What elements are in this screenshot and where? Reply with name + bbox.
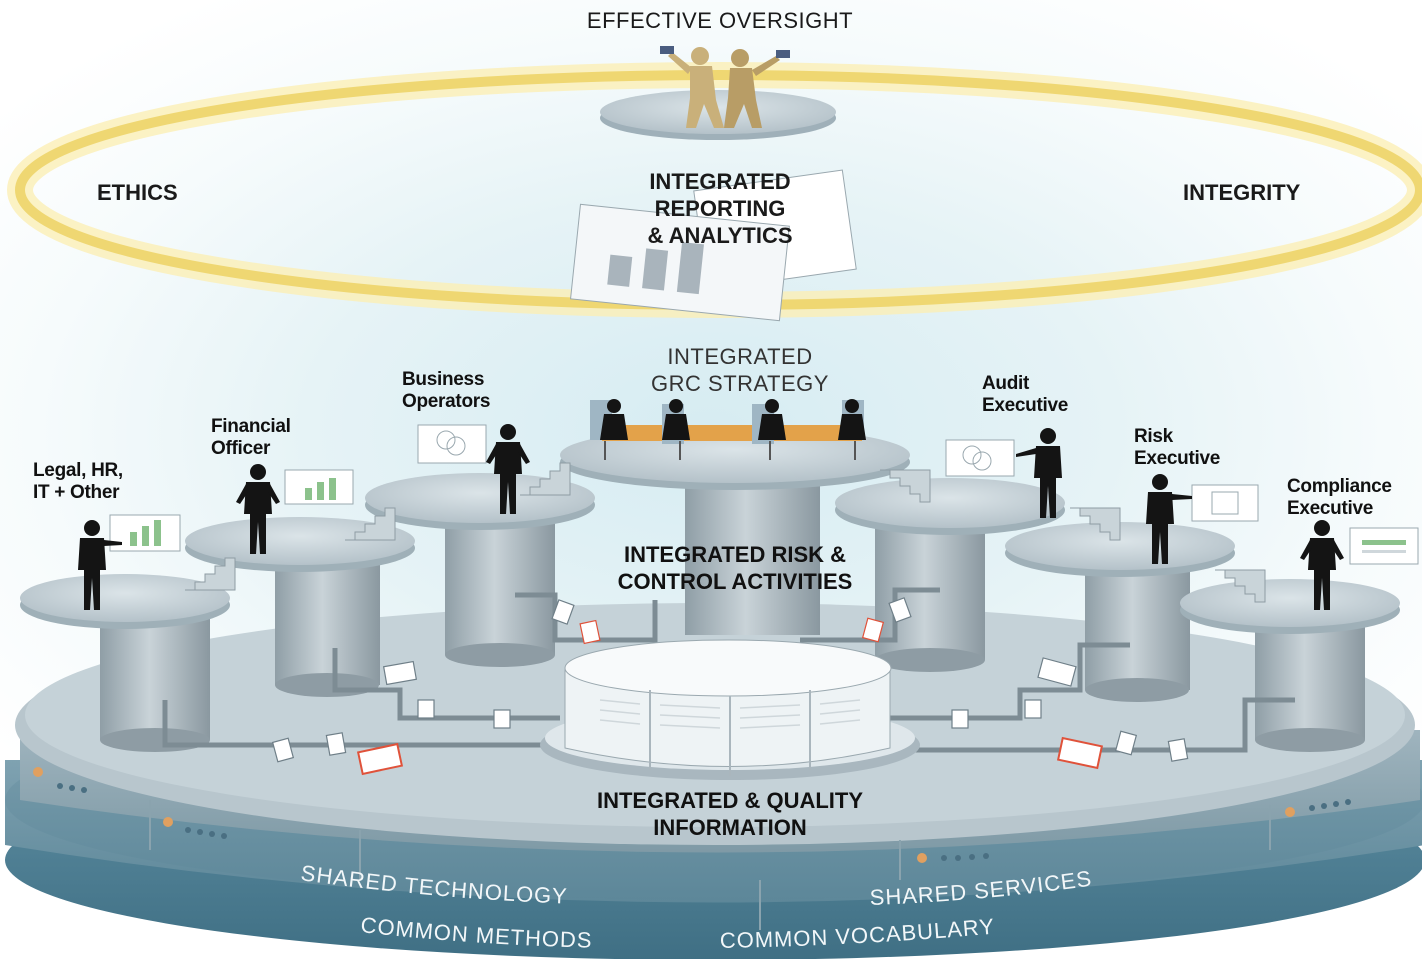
- oversight-label: EFFECTIVE OVERSIGHT: [586, 8, 854, 33]
- role-financial-line-2: Officer: [211, 438, 271, 459]
- ethics-label: ETHICS: [97, 180, 178, 205]
- strategy-line-2: GRC STRATEGY: [651, 371, 829, 396]
- stairs: [185, 462, 1266, 603]
- role-legal-line-2: IT + Other: [33, 482, 120, 503]
- role-legal-line-1: Legal, HR,: [33, 460, 123, 481]
- information-line-1: INTEGRATED & QUALITY: [596, 788, 864, 813]
- platform-legal: [20, 574, 230, 752]
- role-business-line-1: Business: [402, 369, 485, 390]
- information-label: INTEGRATED & QUALITY INFORMATION: [530, 787, 930, 841]
- activities-label: INTEGRATED RISK & CONTROL ACTIVITIES: [560, 541, 910, 595]
- role-compliance-line-1: Compliance: [1287, 476, 1392, 497]
- platform-compliance: [1180, 579, 1400, 752]
- document-chips: [271, 597, 1189, 776]
- person-legal-icon: [78, 520, 122, 610]
- reporting-label: INTEGRATED REPORTING & ANALYTICS: [580, 168, 860, 249]
- person-risk-icon: [1146, 474, 1192, 564]
- person-financial-icon: [236, 464, 280, 554]
- role-audit-line-2: Executive: [982, 395, 1069, 416]
- person-audit-icon: [1016, 428, 1062, 518]
- role-audit-line-1: Audit: [982, 373, 1030, 394]
- role-business-line-2: Operators: [402, 391, 491, 412]
- reporting-line-3: & ANALYTICS: [647, 223, 793, 248]
- information-line-2: INFORMATION: [653, 815, 807, 840]
- person-compliance-icon: [1300, 520, 1344, 610]
- data-cables: [162, 587, 1295, 753]
- role-financial-line-1: Financial: [211, 416, 291, 437]
- activities-line-2: CONTROL ACTIVITIES: [617, 569, 853, 594]
- person-business-icon: [486, 424, 530, 514]
- reporting-line-1: INTEGRATED: [649, 169, 791, 194]
- role-legal: Legal, HR, IT + Other: [33, 460, 123, 504]
- strategy-label: INTEGRATED GRC STRATEGY: [590, 343, 890, 397]
- oversight-figures-icon: [660, 46, 790, 128]
- meeting-table-icon: [590, 399, 866, 460]
- strategy-line-1: INTEGRATED: [667, 344, 813, 369]
- role-audit: Audit Executive: [982, 373, 1068, 417]
- information-drum: [540, 639, 920, 780]
- role-risk-line-2: Executive: [1134, 448, 1221, 469]
- role-risk: Risk Executive: [1134, 426, 1220, 470]
- role-compliance: Compliance Executive: [1287, 476, 1422, 520]
- activities-line-1: INTEGRATED RISK &: [623, 542, 847, 567]
- platform-risk: [1005, 522, 1235, 702]
- reporting-line-2: REPORTING: [654, 196, 786, 221]
- presentation-boards: [109, 424, 1419, 565]
- role-financial: Financial Officer: [211, 416, 291, 460]
- platform-audit: [835, 478, 1065, 672]
- role-risk-line-1: Risk: [1134, 426, 1173, 447]
- role-business: Business Operators: [402, 369, 490, 413]
- reporting-documents-icon: [570, 169, 857, 322]
- role-compliance-line-2: Executive: [1287, 498, 1374, 519]
- integrity-label: INTEGRITY: [1183, 180, 1301, 205]
